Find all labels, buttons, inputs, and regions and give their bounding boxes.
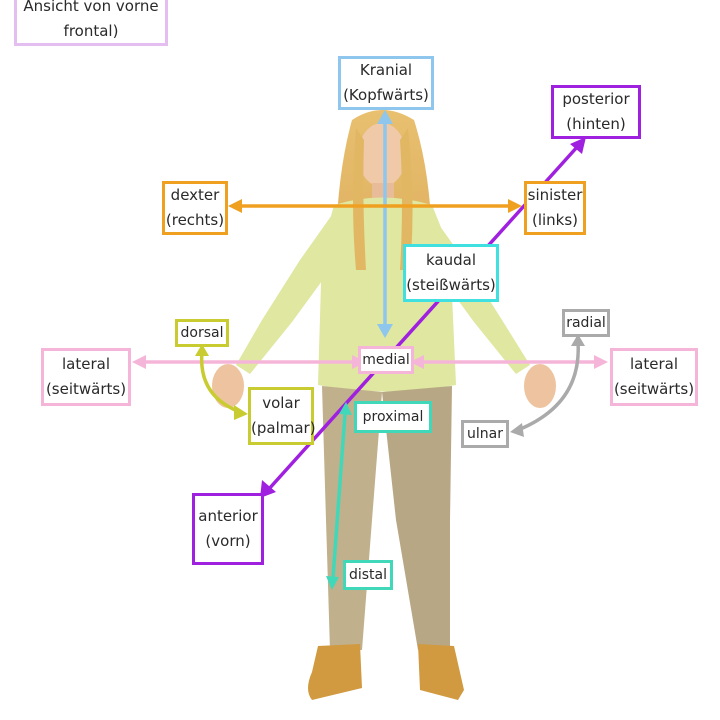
ulnar-term: ulnar [467,426,503,442]
posterior-translation: (hinten) [566,115,626,133]
ulnar-label: ulnar [461,420,509,448]
lateral-right-translation: (seitwärts) [613,380,695,398]
person-figure [212,110,556,700]
posterior-label: posterior (hinten) [551,85,641,139]
kaudal-translation: (steißwärts) [406,276,496,294]
posterior-term: posterior [562,90,630,108]
volar-term: volar [262,394,300,412]
kranial-translation: (Kopfwärts) [343,86,429,104]
dexter-translation: (rechts) [165,211,225,229]
medial-right-arrowhead [410,355,424,369]
anterior-arrowhead [260,480,276,498]
kaudal-label: kaudal (steißwärts) [403,244,499,302]
hair-front [353,128,366,270]
anterior-translation: (vorn) [205,532,251,550]
right-shoe [308,644,362,700]
view-label: Ansicht von vorne frontal) [14,0,168,46]
sinister-arrowhead [508,199,522,213]
anterior-label: anterior (vorn) [192,493,264,565]
lateral-right-label: lateral (seitwärts) [610,348,698,406]
left-leg [382,386,452,650]
proximal-label: proximal [354,401,432,433]
hair-front [400,128,413,270]
dexter-label: dexter (rechts) [162,181,228,235]
dorsal-volar-arrow [199,350,242,414]
face [358,123,406,187]
left-shoe [418,644,464,700]
lateral-left-arrowhead [132,355,146,369]
sinister-label: sinister (links) [524,181,586,235]
sinister-translation: (links) [531,211,579,229]
ulnar-arrowhead [510,423,524,437]
radial-term: radial [566,315,606,331]
proximal-distal-arrow [331,412,347,580]
lateral-left-translation: (seitwärts) [45,380,127,398]
radial-arrowhead [571,334,585,346]
dorsal-term: dorsal [180,325,224,341]
dexter-arrowhead [228,199,242,213]
dorsal-arrowhead [195,344,209,356]
distal-term: distal [348,567,388,583]
kranial-label: Kranial (Kopfwärts) [338,56,434,110]
medial-label: medial [358,346,414,374]
volar-arrowhead [234,405,248,420]
anterior-term: anterior [198,507,258,525]
view-label-line2: frontal) [63,22,119,40]
view-label-line1: Ansicht von vorne [23,0,159,15]
lateral-left-label: lateral (seitwärts) [41,348,131,406]
volar-label: volar (palmar) [248,387,316,445]
dexter-term: dexter [170,186,220,204]
distal-arrowhead [326,576,339,590]
radial-ulnar-arrow [516,340,580,432]
lateral-right-term: lateral [630,355,678,373]
right-arm [236,212,334,374]
lateral-left-term: lateral [62,355,110,373]
distal-label: distal [343,560,393,590]
sinister-term: sinister [527,186,583,204]
radial-label: radial [562,309,610,337]
proximal-arrowhead [339,402,352,415]
left-hand [524,364,556,408]
posterior-arrowhead [570,137,586,154]
kranial-term: Kranial [359,61,413,79]
volar-translation: (palmar) [251,419,316,437]
dorsal-label: dorsal [175,319,229,347]
proximal-term: proximal [362,409,424,425]
right-hand [212,364,244,408]
kranial-arrowhead [377,110,393,124]
medial-term: medial [362,352,410,368]
kaudal-term: kaudal [425,251,476,269]
kaudal-arrowhead [377,324,393,338]
lateral-right-arrowhead [594,355,608,369]
